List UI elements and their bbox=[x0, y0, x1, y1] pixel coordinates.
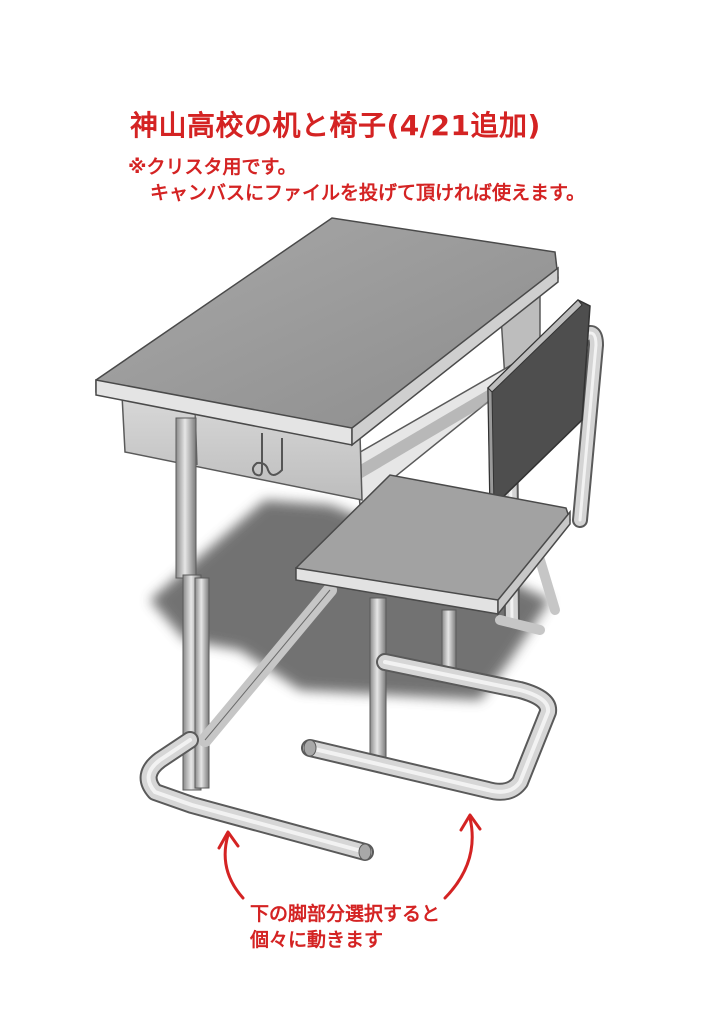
desk-frame bbox=[354, 291, 541, 507]
desk-base-runner bbox=[139, 731, 374, 861]
chair-base-runner bbox=[301, 615, 558, 801]
chair-seat bbox=[295, 474, 571, 617]
desk-top bbox=[95, 217, 559, 447]
caption-line-2: 個々に動きます bbox=[250, 929, 384, 951]
caption-line-1: 下の脚部分選択すると bbox=[250, 903, 441, 925]
arrow-right-icon bbox=[443, 813, 482, 900]
usage-instructions: キャンバスにファイルを投げて頂ければ使えます。 bbox=[150, 182, 586, 204]
leg-selection-caption: 下の脚部分選択すると 個々に動きます bbox=[250, 901, 440, 953]
bag-hook-icon bbox=[251, 433, 283, 477]
page-title: 神山高校の机と椅子(4/21追加) bbox=[130, 109, 541, 142]
arrow-left-icon bbox=[217, 830, 245, 900]
chair-backrest bbox=[487, 299, 591, 510]
usage-note: ※クリスタ用です。 bbox=[128, 156, 297, 178]
chair-front-legs bbox=[369, 597, 387, 769]
desk-legs bbox=[175, 417, 337, 791]
